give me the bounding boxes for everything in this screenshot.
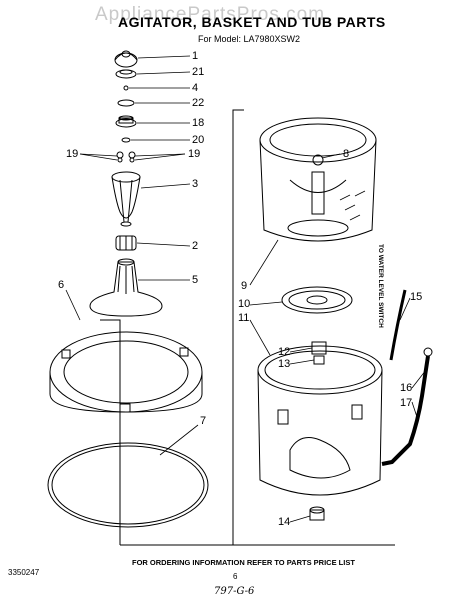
part-21	[115, 69, 137, 79]
wash-basket	[259, 117, 377, 242]
callout-18: 18	[192, 117, 205, 129]
callout-12: 12	[278, 346, 291, 358]
part-20	[121, 137, 131, 143]
part-18	[115, 115, 137, 128]
tub-ring	[49, 331, 203, 413]
part-19-pair	[116, 151, 136, 163]
callout-16: 16	[400, 382, 413, 394]
callout-1: 1	[192, 50, 199, 62]
agitator-base	[89, 258, 163, 317]
water-level-note: TO WATER LEVEL SWITCH	[377, 244, 384, 328]
basket-drive-plate	[281, 286, 353, 314]
ordering-footer: FOR ORDERING INFORMATION REFER TO PARTS …	[132, 558, 355, 567]
handwritten-code: 797-G-6	[214, 586, 255, 597]
hub-nut	[309, 506, 325, 521]
document-part-number: 3350247	[8, 568, 40, 577]
pressure-hose	[389, 289, 407, 361]
callout-8: 8	[343, 148, 350, 160]
drive-bell	[115, 235, 137, 251]
outer-tub	[257, 341, 383, 496]
part-22	[117, 99, 135, 107]
page-number: 6	[233, 572, 238, 581]
part-4	[123, 85, 129, 91]
agitator-cap	[114, 50, 138, 68]
callout-2: 2	[192, 240, 199, 252]
frame-right	[232, 109, 244, 545]
callout-17: 17	[400, 397, 413, 409]
callout-19-right: 19	[188, 148, 201, 160]
drain-pipe	[381, 347, 433, 466]
leader-lines	[65, 55, 427, 523]
callout-14: 14	[278, 516, 291, 528]
callout-5: 5	[192, 274, 199, 286]
callout-21: 21	[192, 66, 205, 78]
callout-13: 13	[278, 358, 291, 370]
watermark-text: AppliancePartsPros.com	[95, 4, 326, 25]
callout-9: 9	[241, 280, 248, 292]
callout-20: 20	[192, 134, 205, 146]
frame-left	[100, 319, 121, 545]
agitator-barrel	[111, 171, 141, 227]
page-title: AGITATOR, BASKET AND TUB PARTS	[118, 14, 386, 30]
callout-11: 11	[238, 312, 250, 324]
callout-10: 10	[238, 298, 251, 310]
callout-3: 3	[192, 178, 199, 190]
callout-4: 4	[192, 82, 199, 94]
callout-15: 15	[410, 291, 423, 303]
callout-6: 6	[58, 279, 65, 291]
tub-gasket	[47, 442, 209, 528]
callout-7: 7	[200, 415, 207, 427]
callout-19-left: 19	[66, 148, 79, 160]
model-label: For Model: LA7980XSW2	[198, 34, 301, 44]
callout-22: 22	[192, 97, 205, 109]
